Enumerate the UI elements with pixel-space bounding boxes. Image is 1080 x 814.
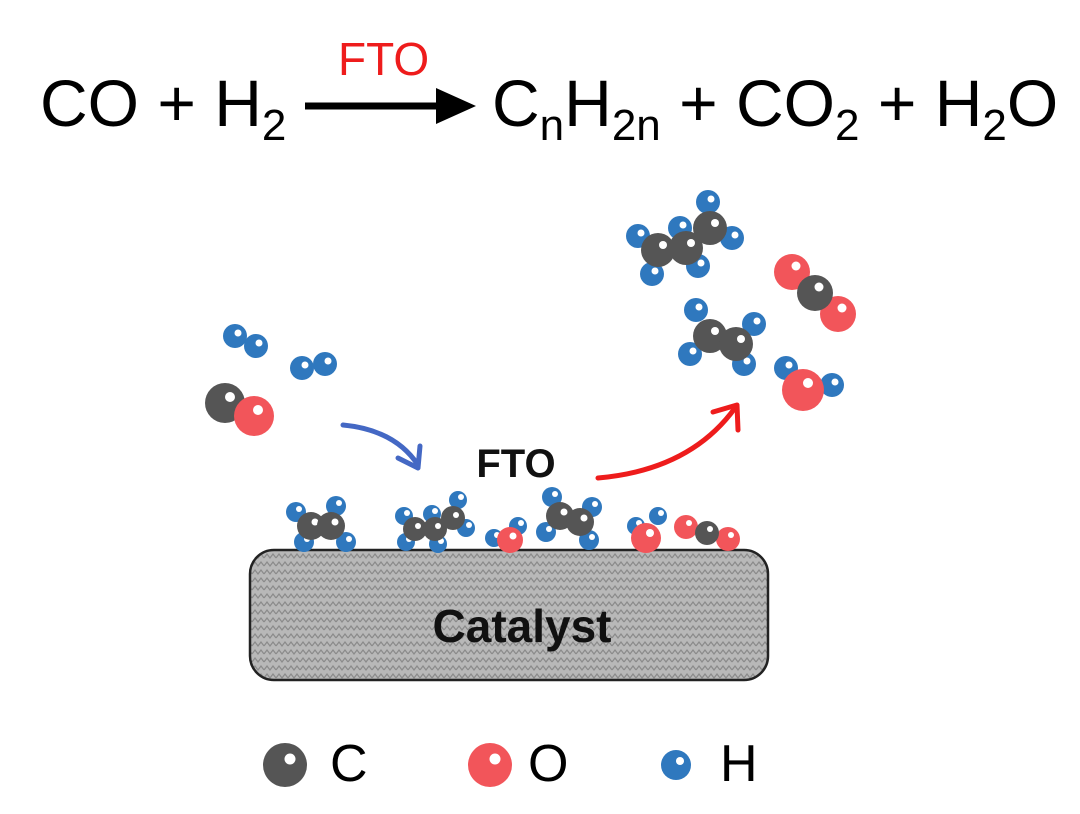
legend-carbon-swatch [263, 743, 307, 787]
alkene-molecule [626, 190, 744, 286]
reaction-arrow [305, 88, 476, 124]
products: CnH2n + CO2 + H2O [492, 70, 1058, 148]
legend-hydrogen-swatch [661, 750, 691, 780]
adsorbed-water [627, 507, 667, 553]
adsorbed-oh [485, 517, 527, 553]
reactant-h2: H2 [214, 66, 287, 150]
legend-oxygen-swatch [468, 743, 512, 787]
inflow-arrow [340, 422, 423, 471]
plus-sign: + [877, 66, 935, 140]
product-h2o: H2O [934, 66, 1059, 150]
adsorbed-co2 [674, 515, 740, 551]
adsorbed-hydrocarbon [395, 491, 475, 553]
outflow-arrow [595, 402, 741, 481]
reaction-equation: CO + H2 FTO CnH2n + CO2 + H2O [0, 0, 1080, 170]
co2-molecule [774, 254, 856, 332]
legend-label-oxygen: O [528, 735, 569, 793]
adsorbed-hydrocarbon [536, 487, 602, 550]
reaction-condition: FTO [338, 33, 430, 85]
h2-molecule [223, 324, 268, 358]
product-co2: CO2 [736, 66, 860, 150]
h2-molecule [290, 352, 337, 380]
adsorbed-hydrocarbon [286, 496, 356, 552]
h2o-molecule [774, 356, 844, 411]
catalyst-label: Catalyst [433, 600, 612, 652]
reactants: CO + H2 [40, 70, 286, 148]
plus-sign: + [157, 66, 215, 140]
co-molecule [205, 383, 274, 436]
legend-label-carbon: C [330, 735, 368, 793]
process-label: FTO [476, 442, 555, 486]
legend-label-hydrogen: H [720, 735, 758, 793]
ethylene-molecule [678, 298, 766, 376]
reactant-co: CO [40, 66, 139, 140]
product-cnh2n: CnH2n [492, 66, 661, 150]
plus-sign: + [679, 66, 737, 140]
